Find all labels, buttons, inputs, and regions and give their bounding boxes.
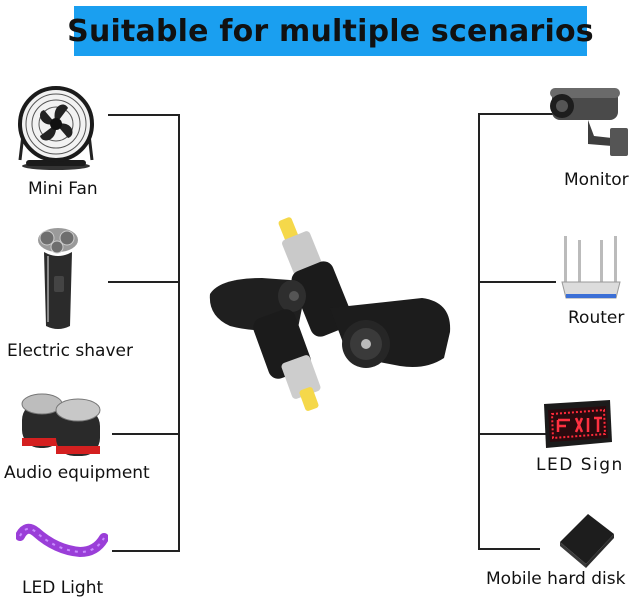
- left-item-label: Mini Fan: [28, 179, 98, 199]
- page-title: Suitable for multiple scenarios: [67, 13, 594, 49]
- left-item-label: Electric shaver: [7, 341, 133, 361]
- led-strip-icon: [16, 523, 108, 558]
- right-branch-line: [478, 281, 556, 283]
- left-vertical-line: [178, 114, 180, 552]
- right-item-label: LED Sign: [536, 455, 624, 475]
- dc-adapter-image: [209, 217, 451, 411]
- led-sign-icon: [544, 400, 612, 448]
- hard-disk-icon: [560, 514, 614, 568]
- camera-icon: [550, 88, 628, 156]
- left-item-label: Audio equipment: [4, 463, 150, 483]
- shaver-icon: [38, 228, 78, 329]
- router-icon: [561, 236, 621, 299]
- title-banner: Suitable for multiple scenarios: [67, 6, 594, 56]
- left-branch-line: [108, 114, 180, 116]
- left-branch-line: [112, 550, 180, 552]
- right-item-label: Router: [568, 308, 625, 328]
- right-branch-line: [478, 113, 556, 115]
- right-vertical-line: [478, 113, 480, 550]
- left-branch-line: [108, 281, 180, 283]
- right-branch-line: [478, 433, 546, 435]
- right-branch-line: [478, 548, 540, 550]
- left-branch-line: [112, 433, 180, 435]
- speaker-icon: [21, 393, 101, 456]
- right-item-label: Monitor: [564, 170, 629, 190]
- left-item-label: LED Light: [22, 578, 104, 598]
- right-item-label: Mobile hard disk: [486, 569, 626, 589]
- fan-icon: [18, 86, 94, 170]
